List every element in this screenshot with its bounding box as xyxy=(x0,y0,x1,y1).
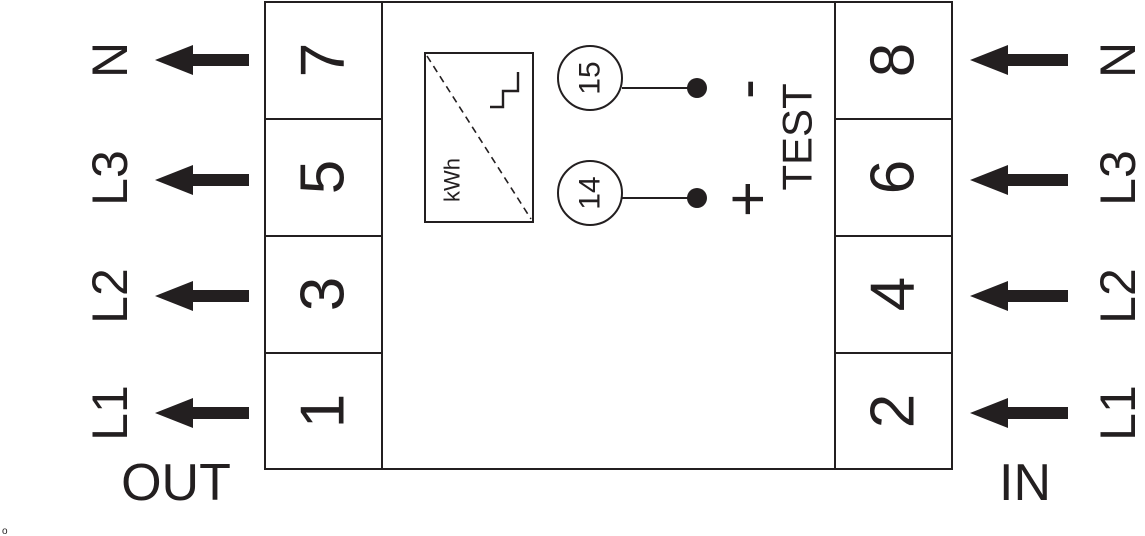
phase-label: N xyxy=(1090,42,1145,78)
in-terminal-number: 8 xyxy=(859,43,928,77)
arrow-left-icon xyxy=(970,45,1068,75)
footnote-mark: o xyxy=(2,526,8,536)
terminal-14-circle xyxy=(557,160,623,226)
terminal-15-circle xyxy=(557,45,623,111)
out-phase-labels: N L3 L2 L1 xyxy=(82,42,138,441)
phase-label: L2 xyxy=(1090,268,1145,324)
kwh-label: kWh xyxy=(440,158,465,202)
terminal-row-dividers xyxy=(265,118,952,354)
arrow-left-icon xyxy=(970,398,1068,428)
out-terminal-number: 1 xyxy=(289,394,358,428)
test-plus-contact xyxy=(687,188,707,208)
in-arrows xyxy=(970,45,1068,428)
arrow-left-icon xyxy=(970,165,1068,195)
arrow-left-icon xyxy=(155,45,249,75)
arrow-left-icon xyxy=(155,398,249,428)
counter-diagonal xyxy=(426,55,532,220)
test-plus-sign: + xyxy=(714,181,783,217)
in-phase-labels: N L3 L2 L1 xyxy=(1090,42,1145,441)
phase-label: L3 xyxy=(1090,150,1145,206)
test-label: TEST xyxy=(774,83,821,190)
phase-label: L1 xyxy=(82,385,138,441)
pulse-output: 15 14 xyxy=(557,45,707,226)
arrow-left-icon xyxy=(155,165,249,195)
out-terminal-number: 3 xyxy=(289,277,358,311)
out-arrows xyxy=(155,45,249,428)
pulse-terminal-number: 15 xyxy=(574,61,607,94)
phase-label: N xyxy=(82,42,138,78)
out-terminal-number: 7 xyxy=(289,43,358,77)
out-label: OUT xyxy=(121,454,231,512)
phase-label: L1 xyxy=(1090,385,1145,441)
kwh-counter-block: kWh xyxy=(424,52,534,223)
test-minus-sign: - xyxy=(713,79,780,99)
test-label-group: - + TEST xyxy=(713,79,821,217)
test-minus-contact xyxy=(687,78,707,98)
in-terminals: 8 6 4 2 xyxy=(859,43,928,428)
pulse-signal-icon xyxy=(490,72,520,109)
pulse-terminal-number: 14 xyxy=(574,176,607,209)
kwh-counter-box xyxy=(424,52,534,223)
out-terminal-number: 5 xyxy=(289,160,358,194)
arrow-left-icon xyxy=(970,281,1068,311)
phase-label: L2 xyxy=(82,268,138,324)
in-terminal-number: 6 xyxy=(859,160,928,194)
phase-label: L3 xyxy=(82,150,138,206)
in-terminal-number: 4 xyxy=(859,277,928,311)
arrow-left-icon xyxy=(155,281,249,311)
in-terminal-number: 2 xyxy=(859,394,928,428)
in-label: IN xyxy=(999,454,1051,512)
out-terminals: 7 5 3 1 xyxy=(289,43,358,428)
